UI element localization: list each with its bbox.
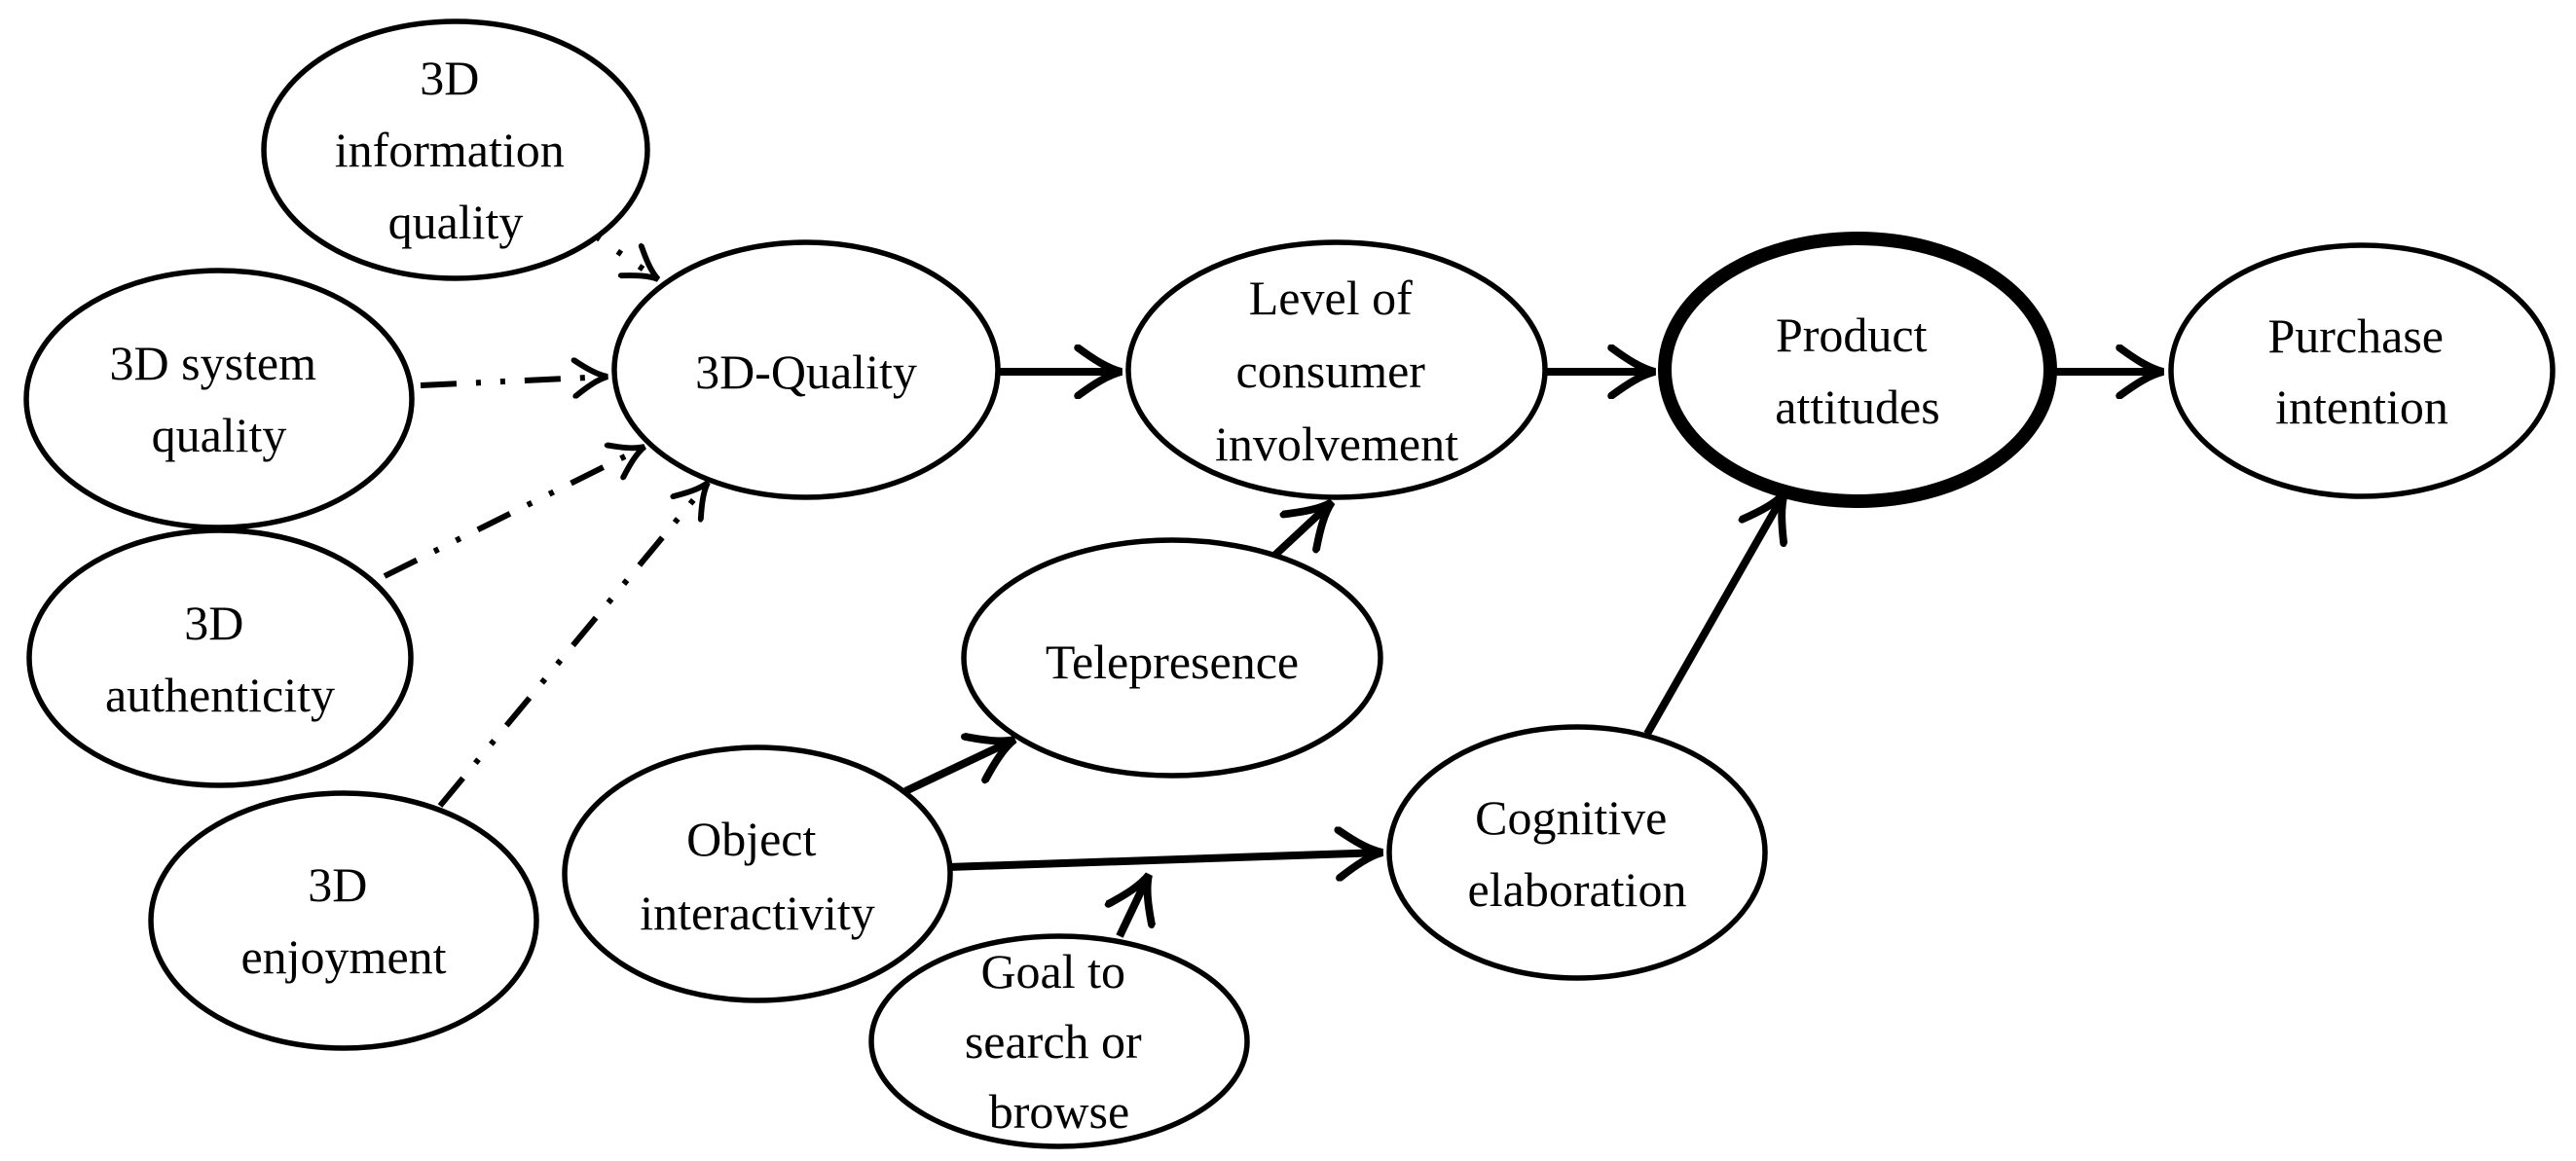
label-telepresence: Telepresence <box>1046 635 1299 689</box>
label-product-attitudes: Product attitudes <box>1775 291 1939 434</box>
ellipse-3d-quality <box>611 239 1001 500</box>
ellipse-product-attitudes-emphasized <box>1658 232 2057 508</box>
label-purchase-intention: Purchase intention <box>2268 292 2456 434</box>
node-3d-quality: 3D-Quality <box>611 239 1001 500</box>
edge-interactivity-to-cognitive <box>947 853 1382 867</box>
edge-goal-moderator-arrow <box>1120 875 1149 938</box>
edge-enjoyment-to-3d-quality <box>437 483 708 808</box>
node-cognitive-elaboration: Cognitive elaboration <box>1386 724 1768 981</box>
ellipse-cognitive-elaboration <box>1386 724 1768 981</box>
node-product-attitudes: Product attitudes <box>1658 232 2057 508</box>
node-3d-authenticity: 3D authenticity <box>26 527 414 788</box>
edges <box>383 234 2163 938</box>
label-3d-information-quality: 3D information quality <box>335 34 577 249</box>
node-purchase-intention: Purchase intention <box>2168 242 2556 499</box>
node-3d-information-quality: 3D information quality <box>261 18 650 281</box>
label-object-interactivity: Object interactivity <box>640 795 875 940</box>
label-cognitive-elaboration: Cognitive elaboration <box>1468 774 1687 917</box>
node-telepresence: Telepresence <box>961 537 1383 779</box>
label-goal-to-search-or-browse: Goal to search or browse <box>965 927 1154 1139</box>
ellipse-level-of-consumer-involvement <box>1125 239 1548 500</box>
edge-system-quality-to-3d-quality <box>420 377 607 385</box>
edge-telepresence-to-involvement <box>1272 502 1332 558</box>
node-3d-enjoyment: 3D enjoyment <box>148 790 539 1051</box>
edge-authenticity-to-3d-quality <box>383 447 644 579</box>
node-3d-system-quality: 3D system quality <box>23 268 415 530</box>
node-goal-to-search-or-browse: Goal to search or browse <box>868 927 1250 1149</box>
ellipse-goal-to-search-or-browse <box>868 933 1250 1149</box>
label-3d-quality: 3D-Quality <box>695 345 917 399</box>
ellipse-object-interactivity <box>562 744 953 1003</box>
label-3d-system-quality: 3D system quality <box>110 319 329 462</box>
ellipse-3d-information-quality <box>261 18 650 281</box>
edge-interactivity-to-telepresence <box>903 740 1014 795</box>
label-level-of-consumer-involvement: Level of consumer involvement <box>1215 254 1458 471</box>
ellipse-purchase-intention <box>2168 242 2556 499</box>
node-level-of-consumer-involvement: Level of consumer involvement <box>1125 239 1548 500</box>
ellipse-3d-system-quality <box>23 268 415 530</box>
edge-info-quality-to-3d-quality <box>594 234 658 279</box>
ellipse-telepresence <box>961 537 1383 779</box>
label-3d-authenticity: 3D authenticity <box>105 579 335 722</box>
edge-cognitive-to-attitudes <box>1643 493 1785 736</box>
ellipse-3d-authenticity <box>26 527 414 788</box>
ellipse-3d-enjoyment <box>148 790 539 1051</box>
node-object-interactivity: Object interactivity <box>562 744 953 1003</box>
label-3d-enjoyment: 3D enjoyment <box>240 841 446 984</box>
